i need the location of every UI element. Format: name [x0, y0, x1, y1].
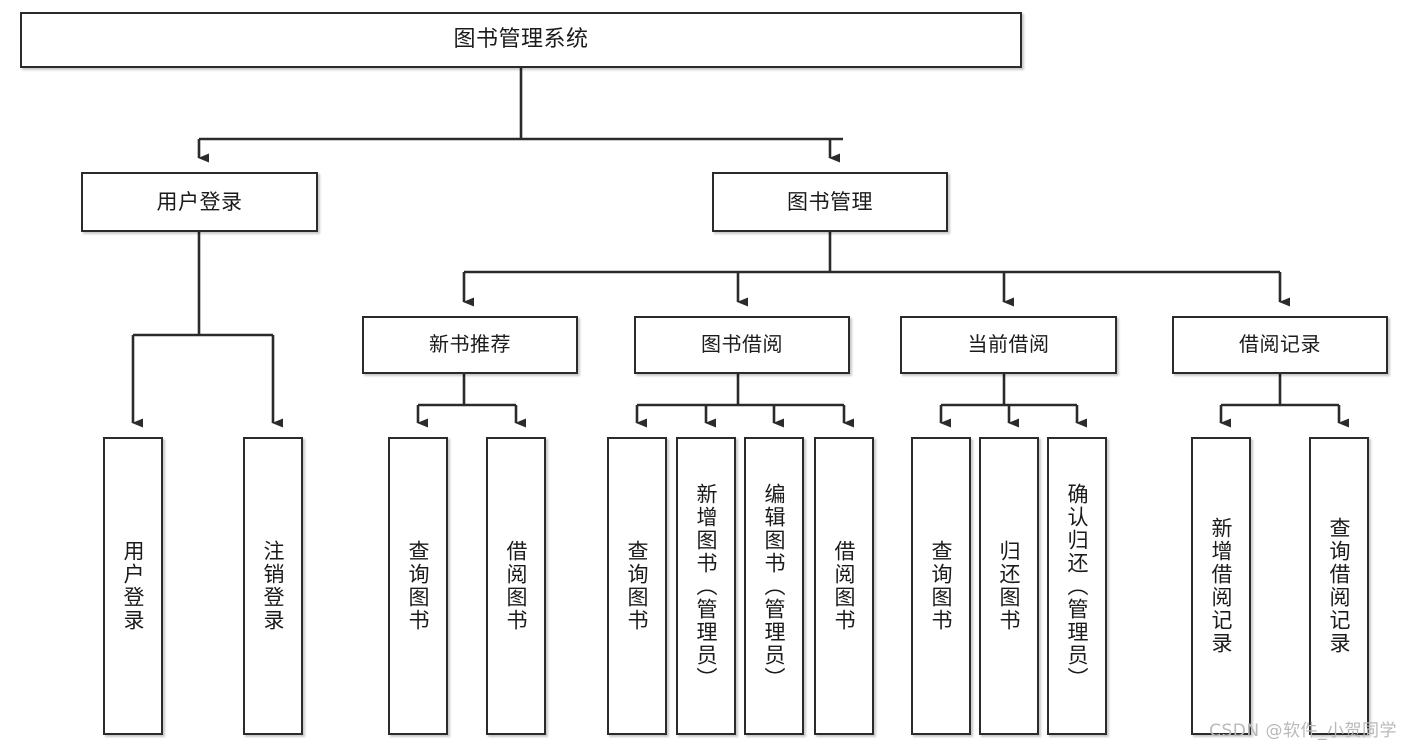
node-user-login[interactable]: 用户登录: [81, 172, 318, 232]
leaf-current-borrow-return-books[interactable]: 归还图书: [979, 437, 1039, 735]
node-label: 图书管理: [787, 189, 873, 214]
node-label: 归还图书: [997, 540, 1022, 632]
leaf-book-borrow-edit-book-admin[interactable]: 编辑图书（管理员）: [744, 437, 804, 735]
node-label: 用户登录: [156, 189, 243, 214]
leaf-book-borrow-borrow-books[interactable]: 借阅图书: [814, 437, 874, 735]
node-current-borrow[interactable]: 当前借阅: [900, 316, 1117, 374]
node-label: 新增图书（管理员）: [694, 482, 719, 690]
leaf-new-book-borrow-books[interactable]: 借阅图书: [486, 437, 546, 735]
node-label: 图书借阅: [701, 332, 783, 357]
leaf-new-book-query-books[interactable]: 查询图书: [388, 437, 448, 735]
node-book-management[interactable]: 图书管理: [712, 172, 948, 232]
node-label: 借阅图书: [832, 540, 857, 632]
node-label: 查询图书: [929, 540, 954, 632]
node-label: 查询图书: [406, 540, 431, 632]
node-label: 借阅记录: [1239, 332, 1321, 357]
node-label: 新增借阅记录: [1209, 517, 1234, 655]
node-label: 当前借阅: [967, 332, 1050, 357]
node-label: 用户登录: [121, 540, 146, 632]
node-label: 图书管理系统: [453, 27, 589, 53]
node-borrow-record[interactable]: 借阅记录: [1172, 316, 1388, 374]
node-label: 查询图书: [625, 540, 650, 632]
leaf-user-login[interactable]: 用户登录: [103, 437, 163, 735]
node-label: 确认归还（管理员）: [1065, 482, 1090, 690]
node-book-borrow[interactable]: 图书借阅: [634, 316, 850, 374]
leaf-book-borrow-query-books[interactable]: 查询图书: [607, 437, 667, 735]
node-label: 新书推荐: [429, 332, 511, 357]
leaf-borrow-record-add-record[interactable]: 新增借阅记录: [1191, 437, 1251, 735]
node-new-book-recommend[interactable]: 新书推荐: [362, 316, 578, 374]
leaf-current-borrow-query-books[interactable]: 查询图书: [911, 437, 971, 735]
leaf-user-logout[interactable]: 注销登录: [243, 437, 303, 735]
leaf-current-borrow-confirm-return-admin[interactable]: 确认归还（管理员）: [1047, 437, 1107, 735]
node-label: 编辑图书（管理员）: [762, 482, 787, 690]
watermark-text: CSDN @软件_小贺同学: [1209, 721, 1397, 741]
node-label: 注销登录: [261, 540, 286, 632]
node-label: 查询借阅记录: [1327, 517, 1352, 655]
leaf-book-borrow-add-book-admin[interactable]: 新增图书（管理员）: [676, 437, 736, 735]
node-root-book-management-system[interactable]: 图书管理系统: [20, 12, 1022, 68]
node-label: 借阅图书: [504, 540, 529, 632]
leaf-borrow-record-query-record[interactable]: 查询借阅记录: [1309, 437, 1369, 735]
